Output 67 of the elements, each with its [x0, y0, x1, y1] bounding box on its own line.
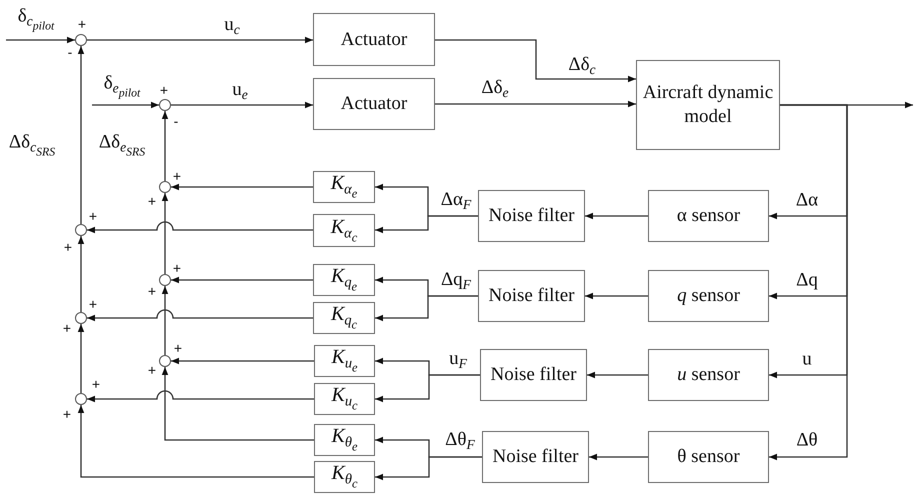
process-box: Noise filter	[480, 349, 587, 401]
arrow	[87, 309, 313, 322]
arrow	[78, 236, 84, 312]
process-box: Noise filter	[482, 431, 589, 483]
sign-label: +	[148, 284, 156, 298]
arrow	[78, 46, 84, 224]
arrow	[769, 104, 848, 460]
arrow	[92, 102, 159, 108]
arrow	[78, 405, 314, 478]
process-box: Noise filter	[478, 270, 585, 322]
sign-label: +	[62, 407, 72, 421]
arrow	[585, 292, 648, 300]
arrow	[585, 212, 648, 220]
summing-junction	[159, 355, 171, 367]
arrow	[375, 374, 480, 402]
summing-junction	[75, 224, 87, 236]
sign-label: +	[88, 297, 98, 311]
process-box: θ sensor	[648, 431, 769, 483]
process-box: Actuator	[313, 78, 435, 130]
process-box: Noise filter	[478, 190, 585, 242]
sign-label: +	[148, 194, 156, 208]
sign-label: -	[174, 114, 178, 128]
summing-junction	[75, 34, 87, 46]
process-box: q sensor	[648, 270, 769, 322]
arrow	[171, 358, 314, 364]
arrow	[375, 215, 478, 234]
arrow	[162, 111, 168, 181]
sign-label: +	[172, 261, 182, 275]
summing-junction	[159, 181, 171, 193]
sign-label: +	[174, 341, 182, 355]
sign-label: +	[160, 83, 168, 97]
arrow	[162, 193, 168, 274]
sign-label: +	[148, 363, 156, 377]
edge-label: Δδ$_{c}$	[567, 54, 597, 78]
sign-label: +	[64, 240, 72, 254]
arrow	[162, 286, 168, 355]
arrow	[171, 276, 313, 284]
arrow	[435, 39, 636, 82]
arrow	[171, 184, 313, 190]
arrow	[375, 456, 482, 480]
edge-label: Δq	[795, 270, 819, 292]
process-box: α sensor	[648, 190, 769, 242]
arrow	[162, 367, 314, 441]
arrow	[375, 295, 478, 322]
process-box: Aircraft dynamic model	[636, 60, 780, 150]
sign-label: +	[172, 169, 182, 183]
arrow	[6, 36, 75, 44]
arrow	[171, 102, 313, 108]
arrow	[589, 454, 648, 460]
arrow	[435, 100, 636, 108]
summing-junction	[75, 312, 87, 324]
arrow	[587, 372, 648, 378]
edge-label: Δδ$_{e}$	[480, 78, 510, 100]
sign-label: +	[62, 321, 72, 335]
summing-junction	[75, 393, 87, 405]
summing-junction	[159, 274, 171, 286]
sign-label: +	[78, 17, 86, 31]
arrow	[87, 390, 314, 402]
arrow	[78, 324, 84, 393]
process-box: Actuator	[313, 13, 435, 66]
arrow	[87, 36, 313, 44]
process-box: u sensor	[648, 349, 769, 401]
sign-label: +	[92, 377, 100, 391]
sign-label: -	[68, 45, 72, 59]
arrow	[87, 221, 313, 234]
summing-junction	[159, 99, 171, 111]
sign-label: +	[88, 209, 98, 223]
